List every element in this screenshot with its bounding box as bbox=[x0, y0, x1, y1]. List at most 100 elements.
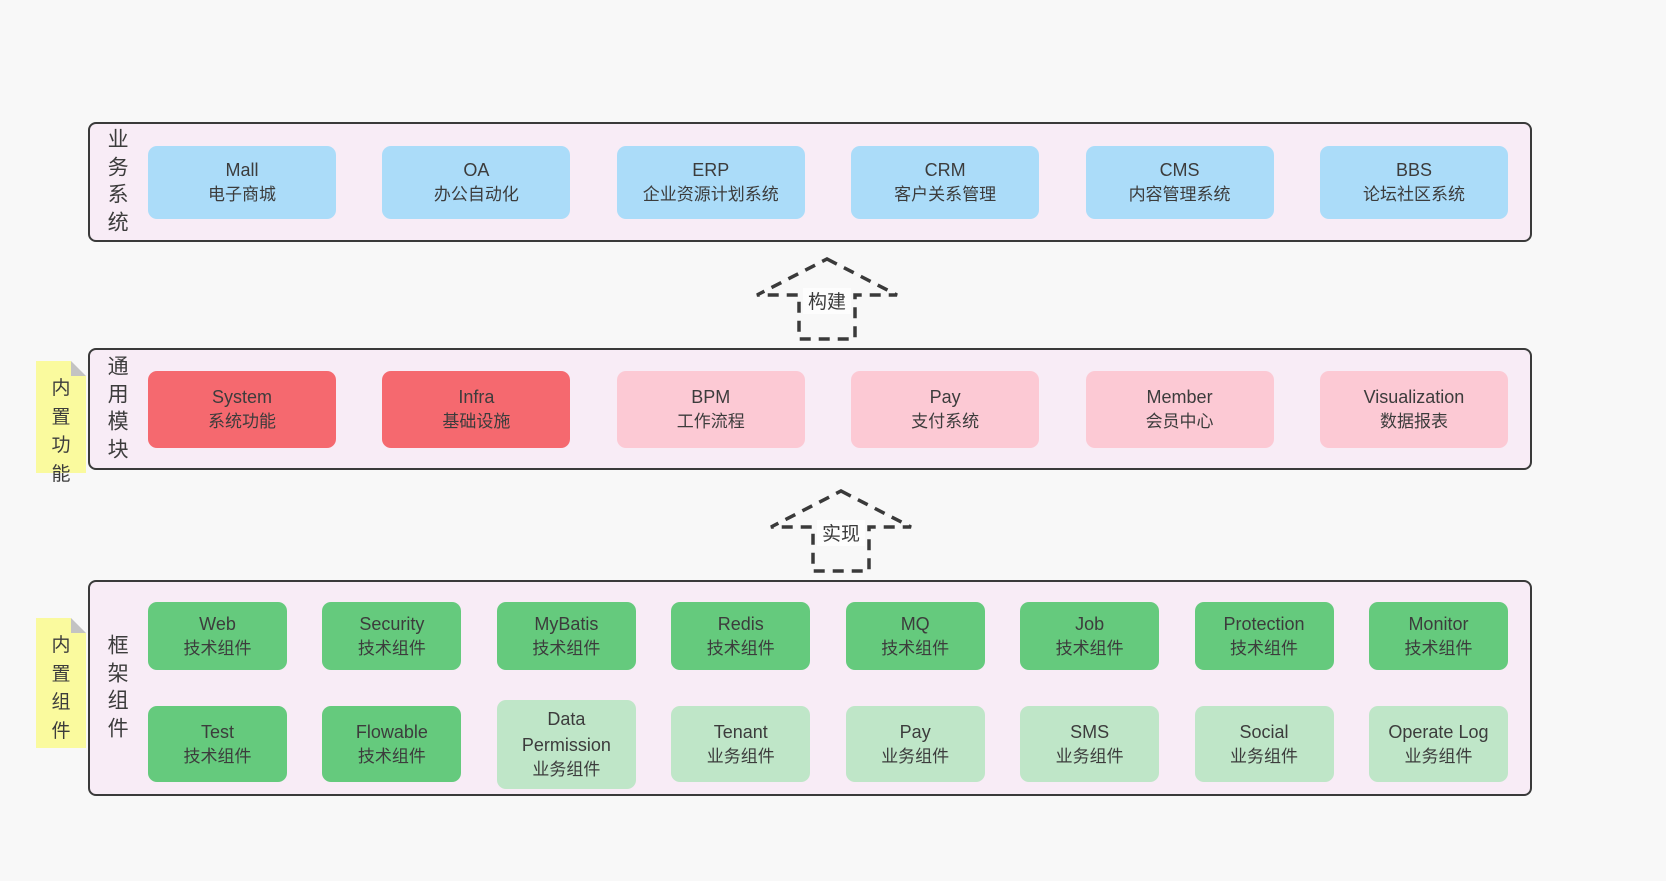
box-pay-module-name: Pay bbox=[929, 386, 961, 407]
box-system: System 系统功能 bbox=[148, 370, 336, 448]
box-sms-desc: 业务组件 bbox=[1055, 747, 1124, 767]
box-mall: Mall 电子商城 bbox=[148, 145, 336, 219]
box-monitor: Monitor 技术组件 bbox=[1368, 602, 1508, 670]
sticky-note-built-in-components-text: 内置组件 bbox=[51, 635, 71, 742]
box-member-desc: 会员中心 bbox=[1145, 411, 1214, 431]
build-arrow-icon: 构建 bbox=[751, 254, 903, 344]
box-erp: ERP 企业资源计划系统 bbox=[616, 145, 805, 219]
box-security-name: Security bbox=[359, 613, 425, 634]
box-job-name: Job bbox=[1075, 613, 1105, 634]
box-monitor-name: Monitor bbox=[1408, 613, 1469, 634]
box-security-desc: 技术组件 bbox=[357, 638, 426, 658]
box-erp-desc: 企业资源计划系统 bbox=[642, 184, 779, 204]
box-mq-name: MQ bbox=[900, 613, 930, 634]
box-test-desc: 技术组件 bbox=[183, 747, 252, 767]
box-social-desc: 业务组件 bbox=[1230, 747, 1299, 767]
box-system-desc: 系统功能 bbox=[208, 411, 276, 431]
box-pay-module: Pay 支付系统 bbox=[851, 370, 1040, 448]
box-crm-name: CRM bbox=[924, 159, 966, 180]
box-oa: OA 办公自动化 bbox=[382, 145, 571, 219]
box-redis-desc: 技术组件 bbox=[706, 638, 775, 658]
box-mall-desc: 电子商城 bbox=[208, 184, 276, 204]
box-crm: CRM 客户关系管理 bbox=[851, 145, 1040, 219]
box-protection-desc: 技术组件 bbox=[1230, 638, 1299, 658]
box-oa-desc: 办公自动化 bbox=[433, 184, 519, 204]
box-crm-desc: 客户关系管理 bbox=[894, 184, 997, 204]
box-mq: MQ 技术组件 bbox=[845, 602, 985, 670]
sticky-note-built-in-features: 内置功能 bbox=[36, 361, 86, 485]
box-cms-name: CMS bbox=[1159, 159, 1200, 180]
business-systems-layer: 业务系统 Mall 电子商城 OA 办公自动化 ERP 企业资源计划系统 CRM… bbox=[88, 122, 1532, 242]
box-bbs: BBS 论坛社区系统 bbox=[1319, 145, 1508, 219]
box-job: Job 技术组件 bbox=[1020, 602, 1160, 670]
box-bbs-name: BBS bbox=[1395, 159, 1432, 180]
box-pay-component-name: Pay bbox=[899, 722, 931, 743]
common-modules-layer: 通用模块 System 系统功能 Infra 基础设施 BPM 工作流程 Pay… bbox=[88, 348, 1532, 470]
framework-components-layer: 框架组件 Web 技术组件 Security 技术组件 MyBatis 技术组件… bbox=[88, 580, 1532, 796]
box-data-permission-desc: 业务组件 bbox=[532, 760, 601, 780]
box-tenant-desc: 业务组件 bbox=[706, 747, 775, 767]
implement-arrow-icon: 实现 bbox=[765, 486, 917, 576]
box-flowable: Flowable 技术组件 bbox=[322, 706, 462, 783]
box-bbs-desc: 论坛社区系统 bbox=[1362, 184, 1465, 204]
box-member: Member 会员中心 bbox=[1085, 370, 1274, 448]
common-modules-row: System 系统功能 Infra 基础设施 BPM 工作流程 Pay 支付系统… bbox=[148, 350, 1508, 468]
box-web-desc: 技术组件 bbox=[183, 638, 252, 658]
box-visualization: Visualization 数据报表 bbox=[1319, 370, 1508, 448]
box-system-name: System bbox=[211, 386, 272, 407]
box-erp-name: ERP bbox=[692, 159, 730, 180]
box-flowable-desc: 技术组件 bbox=[357, 747, 426, 767]
common-modules-label: 通用模块 bbox=[107, 355, 129, 462]
build-arrow-label: 构建 bbox=[808, 291, 846, 313]
box-redis: Redis 技术组件 bbox=[671, 602, 811, 670]
box-redis-name: Redis bbox=[717, 613, 764, 634]
box-job-desc: 技术组件 bbox=[1055, 638, 1124, 658]
box-web-name: Web bbox=[199, 613, 236, 634]
box-infra: Infra 基础设施 bbox=[382, 370, 571, 448]
box-protection: Protection 技术组件 bbox=[1194, 602, 1334, 670]
box-social: Social 业务组件 bbox=[1194, 706, 1334, 783]
box-pay-module-desc: 支付系统 bbox=[911, 411, 980, 431]
box-bpm-name: BPM bbox=[691, 386, 731, 407]
box-mybatis: MyBatis 技术组件 bbox=[496, 602, 636, 670]
box-operate-log-name: Operate Log bbox=[1388, 722, 1489, 743]
framework-components-row-2: Test 技术组件 Flowable 技术组件 Data Permission … bbox=[148, 700, 1508, 789]
box-data-permission: Data Permission 业务组件 bbox=[496, 700, 636, 789]
business-systems-label: 业务系统 bbox=[107, 128, 129, 235]
box-oa-name: OA bbox=[463, 159, 490, 180]
sticky-note-built-in-components: 内置组件 bbox=[36, 618, 86, 748]
box-tenant: Tenant 业务组件 bbox=[671, 706, 811, 783]
box-sms-name: SMS bbox=[1070, 722, 1110, 743]
framework-components-label: 框架组件 bbox=[107, 634, 129, 741]
implement-arrow-label: 实现 bbox=[822, 523, 860, 545]
box-cms-desc: 内容管理系统 bbox=[1128, 184, 1231, 204]
box-pay-component: Pay 业务组件 bbox=[845, 706, 985, 783]
box-data-permission-name: Data Permission bbox=[521, 709, 611, 756]
box-social-name: Social bbox=[1239, 722, 1289, 743]
box-infra-desc: 基础设施 bbox=[442, 411, 511, 431]
box-visualization-name: Visualization bbox=[1363, 386, 1465, 407]
box-monitor-desc: 技术组件 bbox=[1404, 638, 1473, 658]
framework-components-row-1: Web 技术组件 Security 技术组件 MyBatis 技术组件 Redi… bbox=[148, 602, 1508, 670]
box-sms: SMS 业务组件 bbox=[1020, 706, 1160, 783]
box-operate-log: Operate Log 业务组件 bbox=[1368, 706, 1508, 783]
box-visualization-desc: 数据报表 bbox=[1379, 411, 1448, 431]
box-tenant-name: Tenant bbox=[713, 722, 768, 743]
sticky-note-built-in-features-text: 内置功能 bbox=[51, 378, 71, 485]
box-mybatis-desc: 技术组件 bbox=[532, 638, 601, 658]
box-flowable-name: Flowable bbox=[355, 722, 428, 743]
box-bpm-desc: 工作流程 bbox=[676, 411, 745, 431]
box-mybatis-name: MyBatis bbox=[534, 613, 599, 634]
box-protection-name: Protection bbox=[1223, 613, 1305, 634]
box-mall-name: Mall bbox=[225, 159, 259, 180]
box-security: Security 技术组件 bbox=[322, 602, 462, 670]
box-pay-component-desc: 业务组件 bbox=[881, 747, 950, 767]
box-web: Web 技术组件 bbox=[148, 602, 287, 670]
box-operate-log-desc: 业务组件 bbox=[1404, 747, 1473, 767]
box-infra-name: Infra bbox=[458, 386, 495, 407]
box-bpm: BPM 工作流程 bbox=[616, 370, 805, 448]
business-systems-row: Mall 电子商城 OA 办公自动化 ERP 企业资源计划系统 CRM 客户关系… bbox=[148, 124, 1508, 240]
box-member-name: Member bbox=[1146, 386, 1213, 407]
box-cms: CMS 内容管理系统 bbox=[1085, 145, 1274, 219]
